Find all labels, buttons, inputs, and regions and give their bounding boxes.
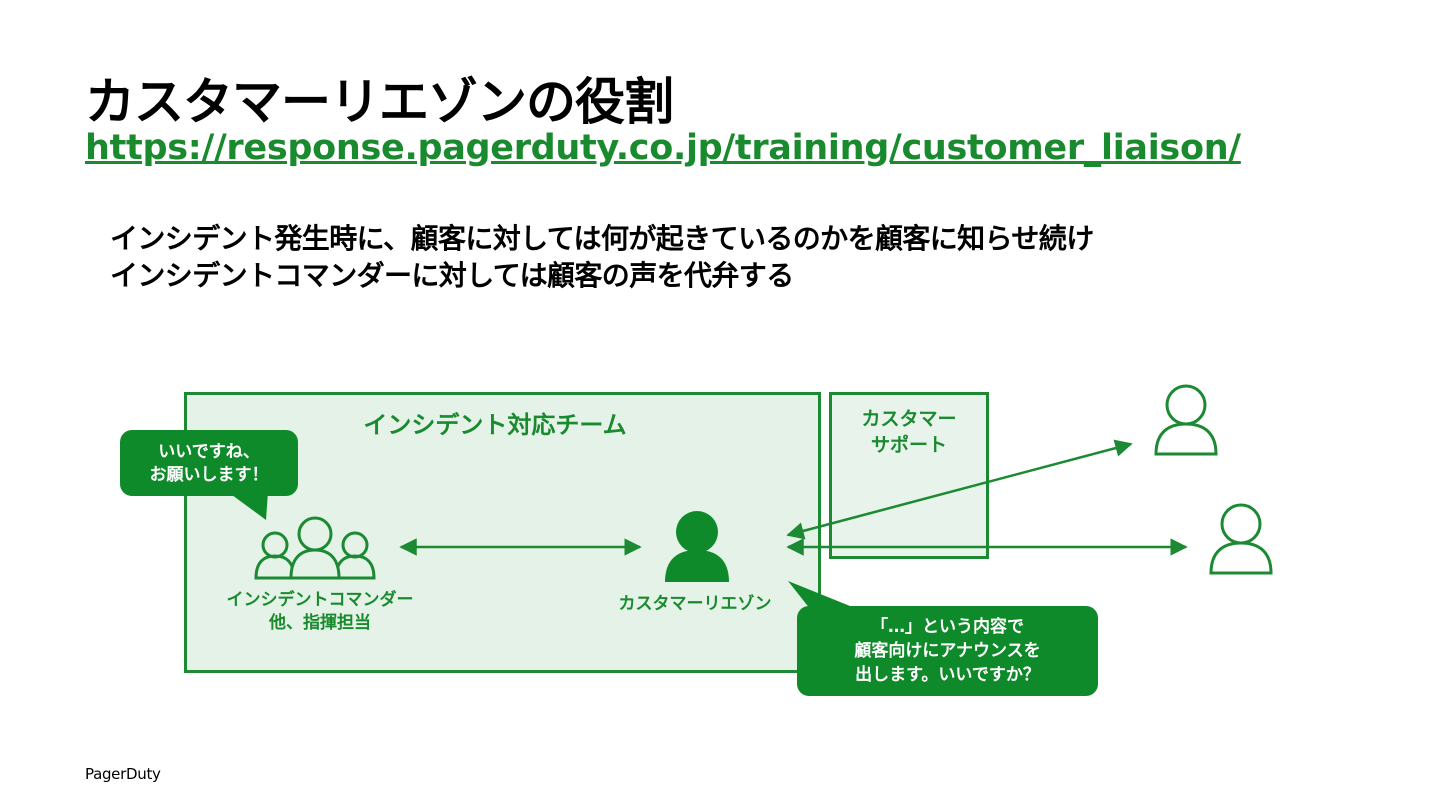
role-description: インシデント発生時に、顧客に対しては何が起きているのかを顧客に知らせ続け インシ… [110, 220, 1094, 294]
description-line-1: インシデント発生時に、顧客に対しては何が起きているのかを顧客に知らせ続け [110, 222, 1094, 255]
commander-bubble-line-1: いいですね、 [158, 442, 260, 462]
liaison-bubble-line-2: 顧客向けにアナウンスを [854, 641, 1041, 661]
team-title: インシデント対応チーム [363, 411, 627, 439]
training-link[interactable]: https://response.pagerduty.co.jp/trainin… [85, 128, 1241, 168]
liaison-bubble-line-3: 出します。いいですか？ [855, 665, 1040, 685]
liaison-bubble-line-1: 「…」という内容で [871, 617, 1024, 637]
commander-speech-bubble: いいですね、 お願いします！ [120, 430, 298, 496]
description-line-2: インシデントコマンダーに対しては顧客の声を代弁する [110, 259, 794, 292]
customer-icon [1154, 384, 1218, 456]
customer-icon [1209, 503, 1273, 575]
commander-label-line-1: インシデントコマンダー [226, 590, 414, 610]
commander-bubble-tail [228, 492, 268, 520]
liaison-customer1-arrow [786, 439, 1133, 540]
support-label-line-1: カスタマー [861, 408, 957, 430]
liaison-label: カスタマーリエゾン [618, 594, 772, 614]
commander-bubble-line-2: お願いします！ [149, 465, 269, 485]
liaison-speech-bubble: 「…」という内容で 顧客向けにアナウンスを 出します。いいですか？ [797, 606, 1098, 696]
commander-group-icon [254, 516, 376, 580]
commander-label-line-2: 他、指揮担当 [269, 613, 371, 633]
liaison-person-icon [665, 511, 729, 582]
page-title: カスタマーリエゾンの役割 [85, 73, 674, 131]
footer-logo: PagerDuty [85, 765, 161, 783]
commander-label: インシデントコマンダー 他、指揮担当 [205, 589, 435, 635]
